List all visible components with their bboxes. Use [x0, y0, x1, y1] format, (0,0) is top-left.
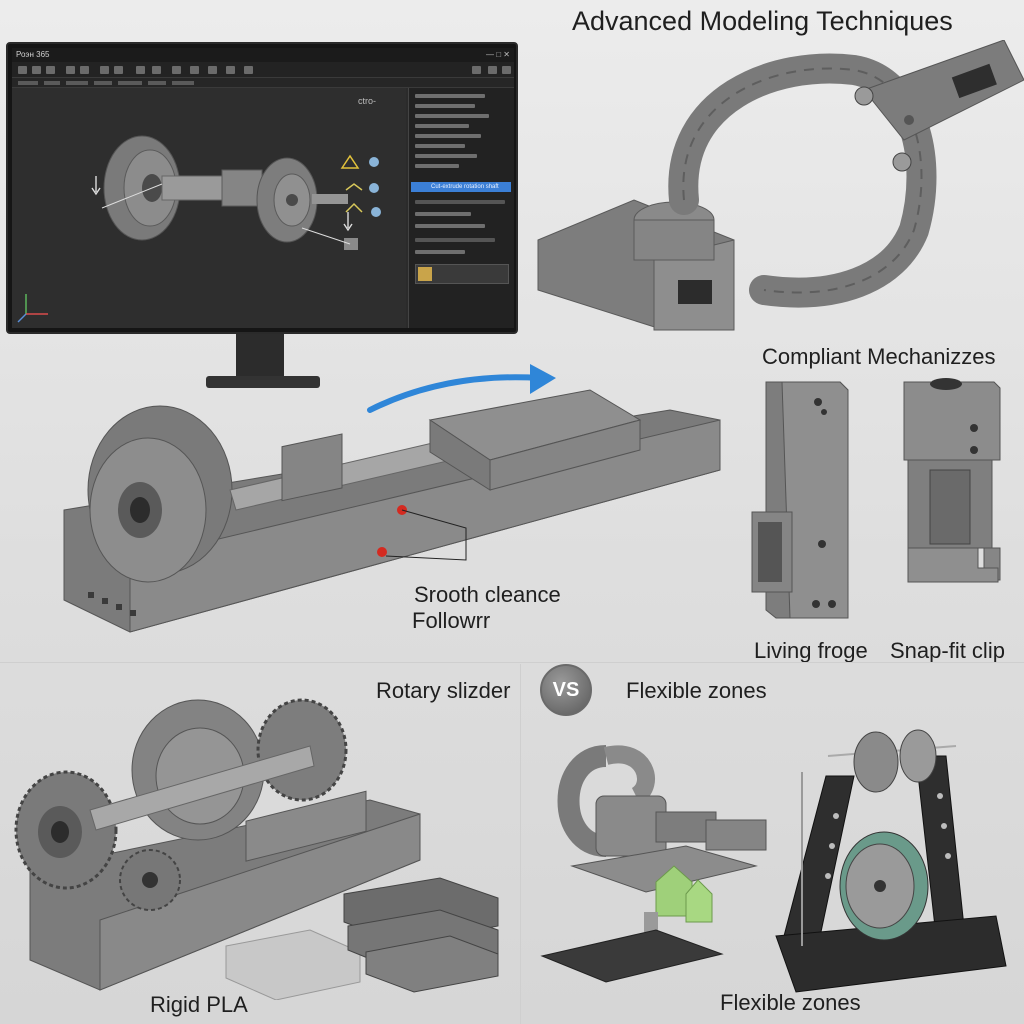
arrow-icon — [343, 212, 353, 232]
tool-icon[interactable] — [472, 66, 481, 74]
section-divider — [0, 662, 1024, 663]
tool-icon[interactable] — [18, 66, 27, 74]
tool-icon[interactable] — [502, 66, 511, 74]
monitor: Роэн 365 — □ ✕ — [6, 42, 518, 334]
cad-menubar — [12, 78, 514, 88]
tool-icon[interactable] — [190, 66, 199, 74]
tool-icon[interactable] — [488, 66, 497, 74]
flexible-bottom-label: Flexible zones — [720, 990, 861, 1015]
tool-icon[interactable] — [114, 66, 123, 74]
flexible-zones-illustration — [540, 729, 1007, 993]
page-title: Advanced Modeling Techniques — [572, 6, 953, 36]
thumbnail-preview[interactable] — [415, 264, 509, 284]
tool-icon[interactable] — [32, 66, 41, 74]
tool-icon[interactable] — [152, 66, 161, 74]
clearance-marker — [377, 547, 387, 557]
compliant-heading: Compliant Mechanizzes — [762, 344, 996, 369]
monitor-base — [206, 376, 320, 388]
arrow-icon — [91, 176, 101, 196]
tool-icon[interactable] — [172, 66, 181, 74]
cad-window-title: Роэн 365 — [16, 50, 50, 59]
tool-icon[interactable] — [80, 66, 89, 74]
tool-icon[interactable] — [100, 66, 109, 74]
flexible-top-label: Flexible zones — [626, 678, 767, 703]
tool-icon[interactable] — [136, 66, 145, 74]
feature-tree-panel: Cut-extrude rotation shaft — [408, 88, 514, 328]
viewport-label: ctro- — [358, 96, 376, 106]
compliant-gripper-illustration — [537, 40, 1024, 331]
rotary-label: Rotary slizder — [376, 678, 511, 703]
constraint-icon[interactable] — [340, 154, 381, 217]
cad-model — [17, 135, 381, 323]
vs-badge: VS — [540, 664, 592, 716]
section-divider — [520, 664, 521, 1024]
linear-slider-illustration — [63, 364, 721, 633]
cad-toolbar — [12, 62, 514, 78]
selected-feature-row[interactable]: Cut-extrude rotation shaft — [411, 182, 511, 192]
clearance-label-line2: Followrr — [412, 608, 491, 633]
tool-icon[interactable] — [244, 66, 253, 74]
axis-triad-icon — [17, 294, 48, 323]
tool-icon[interactable] — [226, 66, 235, 74]
living-hinge-label: Living froge — [754, 638, 868, 663]
cad-titlebar: Роэн 365 — □ ✕ — [12, 48, 514, 62]
window-controls[interactable]: — □ ✕ — [486, 50, 510, 59]
tool-icon[interactable] — [66, 66, 75, 74]
cad-viewport[interactable]: ctro- — [12, 88, 406, 328]
rigid-pla-label: Rigid PLA — [150, 992, 248, 1017]
snap-fit-label: Snap-fit clip — [890, 638, 1005, 663]
monitor-stand — [236, 334, 284, 380]
cad-screen: Роэн 365 — □ ✕ — [12, 48, 514, 328]
tool-icon[interactable] — [208, 66, 217, 74]
tool-icon[interactable] — [46, 66, 55, 74]
clearance-label-line1: Srooth cleance — [414, 582, 561, 607]
compliant-parts-illustration — [751, 378, 1001, 619]
rotary-slider-illustration — [14, 698, 499, 1000]
